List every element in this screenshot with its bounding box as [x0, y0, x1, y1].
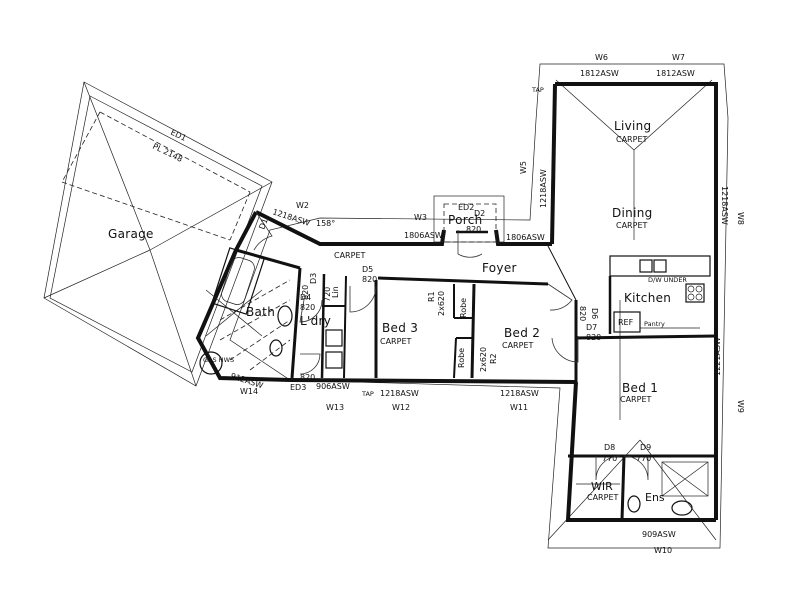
- room-porch: Porch: [448, 213, 483, 227]
- size-laundry: 820: [300, 373, 315, 382]
- finish-wir: CARPET: [587, 493, 618, 502]
- size-d4: 820: [300, 303, 315, 312]
- size-w13: 906ASW: [316, 382, 350, 391]
- finish-living: CARPET: [616, 135, 647, 144]
- size-w8: 1218ASW: [720, 186, 729, 225]
- kitchen-labels: D/W UNDER REF Pantry: [618, 276, 687, 328]
- window-w7: W7: [672, 53, 685, 62]
- room-robe-1: Robe: [459, 298, 468, 318]
- finish-bed3: CARPET: [380, 337, 411, 346]
- dw-under-label: D/W UNDER: [648, 276, 687, 284]
- window-w8: W8: [736, 212, 745, 225]
- room-garage: Garage: [108, 227, 154, 241]
- size-w11: 1218ASW: [500, 389, 539, 398]
- interior-walls: [235, 245, 717, 521]
- window-w10: W10: [654, 546, 672, 555]
- window-w3: W3: [414, 213, 427, 222]
- size-w9: 1221ASW: [713, 337, 722, 376]
- room-kitchen: Kitchen: [624, 291, 671, 305]
- door-swings: [253, 211, 649, 481]
- size-r1: 2x620: [437, 291, 446, 316]
- finish-hall: CARPET: [334, 251, 365, 260]
- room-ens: Ens: [645, 491, 665, 504]
- pl-label: PL 2148: [151, 142, 184, 164]
- size-w7: 1812ASW: [656, 69, 695, 78]
- size-d8: 770: [602, 454, 617, 463]
- door-d1: D1: [257, 217, 269, 231]
- room-robe-2: Robe: [457, 348, 466, 368]
- door-d2: D2: [474, 209, 485, 218]
- door-r1: R1: [427, 291, 436, 302]
- bath-fixtures: [205, 247, 343, 371]
- window-w11: W11: [510, 403, 528, 412]
- window-w5: W5: [519, 161, 528, 174]
- pantry-label: Pantry: [644, 320, 665, 328]
- size-w5: 1218ASW: [539, 169, 548, 208]
- window-codes: W6 W7 W8 W9 W10 W11 W12 W13 W14 W2 W3 W5: [240, 53, 745, 555]
- finish-labels: CARPET CARPET CARPET CARPET CARPET CARPE…: [334, 135, 651, 502]
- size-porch-right: 1806ASW: [506, 233, 545, 242]
- door-d9: D9: [640, 443, 651, 452]
- door-r2: R2: [489, 353, 498, 364]
- door-d8: D8: [604, 443, 615, 452]
- garage-roof: [43, 81, 273, 387]
- window-w9: W9: [736, 400, 745, 413]
- door-ed3: ED3: [290, 383, 306, 392]
- size-lin: 720: [323, 287, 332, 302]
- finish-dining: CARPET: [616, 221, 647, 230]
- room-wir: WIR: [591, 480, 613, 493]
- room-bath: Bath: [246, 305, 275, 319]
- door-codes: D1 D2 D3 D4 D5 D6 D7 D8 D9 ED1 ED2 ED3 R…: [169, 128, 651, 452]
- finish-bed1: CARPET: [620, 395, 651, 404]
- room-lin: Lin: [331, 286, 340, 298]
- window-w6: W6: [595, 53, 608, 62]
- kitchen-fixtures: [608, 255, 711, 334]
- ensuite-fixtures: [576, 461, 709, 516]
- size-r2: 2x620: [479, 347, 488, 372]
- tile-pattern: [219, 279, 291, 371]
- room-labels: Garage Porch Foyer Living Dining Kitchen…: [108, 119, 671, 504]
- door-d3: D3: [309, 273, 318, 284]
- size-d6: 820: [578, 306, 587, 321]
- exterior-walls: [195, 82, 718, 522]
- size-d5: 820: [362, 275, 377, 284]
- window-w13: W13: [326, 403, 344, 412]
- size-d9: 770: [636, 454, 651, 463]
- room-bed3: Bed 3: [382, 321, 418, 335]
- size-ed2: 820: [466, 225, 481, 234]
- door-d6: D6: [590, 308, 599, 319]
- ref-label: REF: [618, 318, 634, 327]
- tap-label-bottom: TAP: [361, 390, 374, 398]
- size-w3: 1806ASW: [404, 231, 443, 240]
- tap-label-top: TAP: [531, 86, 544, 94]
- room-bed1: Bed 1: [622, 381, 658, 395]
- size-w12: 1218ASW: [380, 389, 419, 398]
- gas-hws-label: GAS HWS: [203, 356, 234, 364]
- door-d5: D5: [362, 265, 373, 274]
- door-ed2: ED2: [458, 203, 474, 212]
- size-d7: 820: [586, 333, 601, 342]
- size-d2: 820: [301, 285, 310, 300]
- porch-outline: [433, 195, 505, 243]
- window-w2: W2: [296, 201, 309, 210]
- room-foyer: Foyer: [482, 261, 517, 275]
- room-bed2: Bed 2: [504, 326, 540, 340]
- room-living: Living: [614, 119, 651, 133]
- window-w14: W14: [240, 387, 258, 396]
- finish-bed2: CARPET: [502, 341, 533, 350]
- size-w6: 1812ASW: [580, 69, 619, 78]
- door-d7: D7: [586, 323, 597, 332]
- gas-hws-circle: [199, 351, 223, 375]
- door-sizes: 820 820 820 770 770 820 820 720 820 820 …: [300, 225, 651, 463]
- door-ed1: ED1: [169, 128, 188, 143]
- angle-label: 158°: [316, 219, 335, 228]
- window-w12: W12: [392, 403, 410, 412]
- door-d4: D4: [300, 293, 311, 302]
- room-laundry: L'dry: [300, 314, 331, 328]
- room-dining: Dining: [612, 206, 653, 220]
- size-w10: 909ASW: [642, 530, 676, 539]
